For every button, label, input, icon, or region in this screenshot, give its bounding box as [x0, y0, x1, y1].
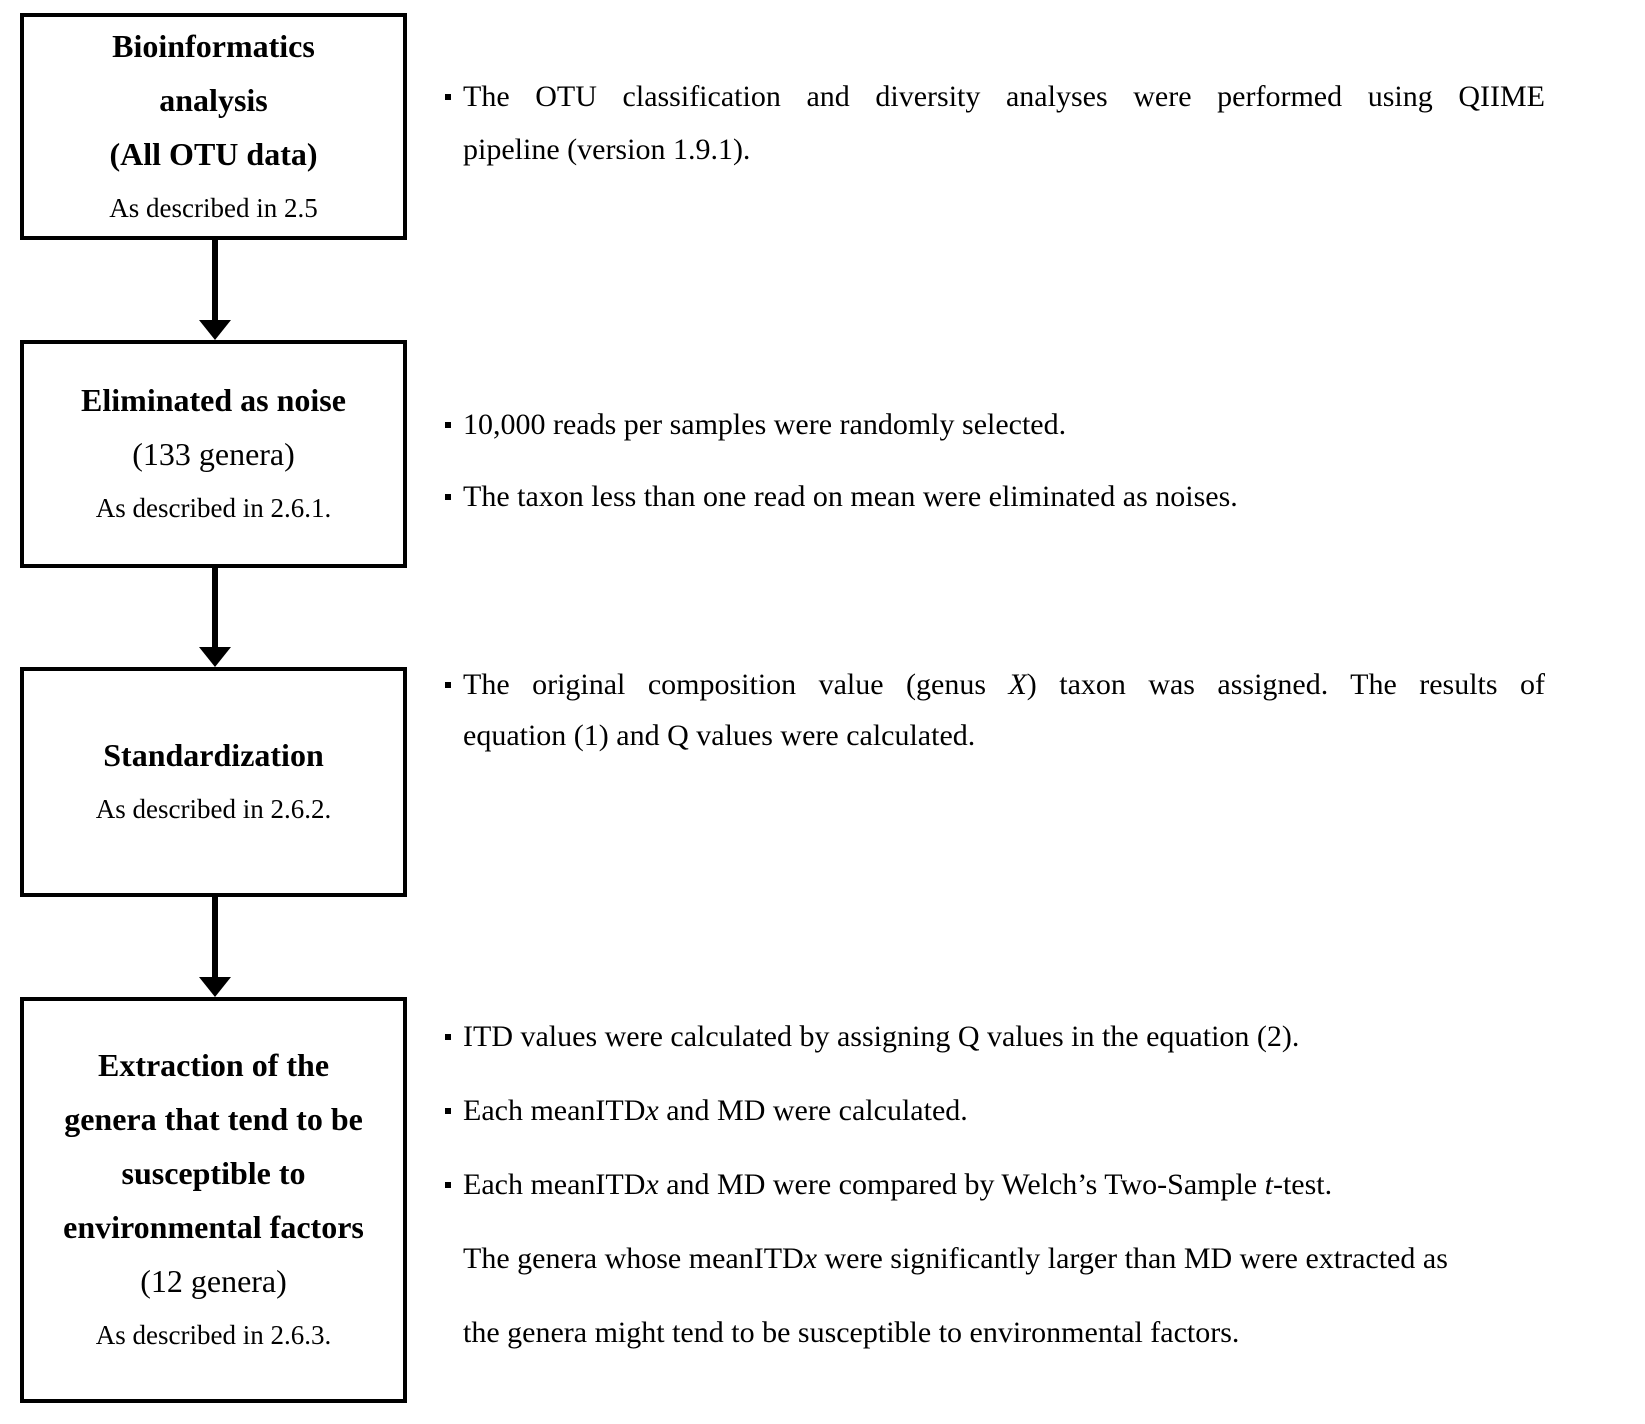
box-section-reference: As described in 2.6.3. — [95, 1320, 332, 1350]
text-segment: were significantly larger than MD were e… — [817, 1242, 1448, 1275]
text-segment: 10,000 reads per samples were randomly s… — [463, 408, 1067, 441]
text-segment: The OTU classification and diversity ana… — [463, 80, 1545, 113]
flow-box-extraction-of-genera: Extraction of the genera that tend to be s… — [20, 997, 407, 1403]
note-bullet-line: Each meanITDx and MD were calculated. — [444, 1074, 1545, 1148]
box-section-reference: As described in 2.6.1. — [95, 493, 332, 523]
flow-box-bioinformatics-analysis: Bioinformatics analysis (All OTU data) As d… — [20, 13, 407, 240]
text-segment: equation (1) and Q values were calculate… — [463, 719, 976, 752]
box-title-line: Standardization — [103, 737, 324, 773]
square-bullet-icon — [445, 1108, 451, 1114]
note-text: The original composition value (genus X)… — [463, 659, 1545, 710]
note-text: ITD values were calculated by assigning … — [463, 1000, 1545, 1074]
italic-variable: x — [645, 1168, 659, 1201]
note-bullet-line: 10,000 reads per samples were randomly s… — [444, 389, 1545, 461]
note-continuation-line: pipeline (version 1.9.1). — [444, 123, 1545, 176]
text-segment: and MD were compared by Welch’s Two-Samp… — [658, 1168, 1265, 1201]
box-title-line: genera that tend to be — [64, 1101, 363, 1137]
note-group-eliminated-as-noise: 10,000 reads per samples were randomly s… — [444, 389, 1545, 533]
note-bullet-line: The original composition value (genus X)… — [444, 659, 1545, 710]
text-segment: Each meanITD — [463, 1168, 646, 1201]
note-continuation-line: The genera whose meanITDx were significa… — [444, 1222, 1545, 1296]
note-text: the genera might tend to be susceptible … — [463, 1296, 1545, 1370]
italic-variable: x — [803, 1242, 818, 1275]
box-title-line: environmental factors — [63, 1209, 364, 1245]
note-text: Each meanITDx and MD were compared by We… — [463, 1148, 1545, 1222]
square-bullet-icon — [445, 1182, 451, 1188]
note-text: Each meanITDx and MD were calculated. — [463, 1074, 1545, 1148]
box-section-reference: As described in 2.5 — [109, 192, 318, 223]
box-genera-count: (133 genera) — [132, 436, 295, 472]
note-continuation-line: the genera might tend to be susceptible … — [444, 1296, 1545, 1370]
arrow-down-icon — [199, 320, 231, 340]
note-continuation-line: equation (1) and Q values were calculate… — [444, 710, 1545, 761]
italic-variable: t — [1264, 1168, 1273, 1201]
square-bullet-icon — [445, 681, 451, 688]
box-genera-count: (12 genera) — [140, 1263, 287, 1299]
text-segment: The original composition value (genus — [463, 668, 1009, 701]
note-group-standardization: The original composition value (genus X)… — [444, 659, 1545, 761]
arrow-down-icon — [199, 647, 231, 667]
box-title-line: (All OTU data) — [109, 135, 318, 172]
text-segment: and MD were calculated. — [658, 1094, 968, 1127]
note-bullet-line: Each meanITDx and MD were compared by We… — [444, 1148, 1545, 1222]
text-segment: ITD values were calculated by assigning … — [463, 1020, 1300, 1053]
note-text: equation (1) and Q values were calculate… — [463, 710, 1545, 761]
arrow-stem — [212, 897, 218, 979]
flow-box-eliminated-as-noise: Eliminated as noise (133 genera) As descri… — [20, 340, 407, 568]
text-segment: The genera whose meanITD — [463, 1242, 804, 1275]
note-group-extraction: ITD values were calculated by assigning … — [444, 1000, 1545, 1370]
box-section-reference: As described in 2.6.2. — [95, 794, 332, 824]
note-text: 10,000 reads per samples were randomly s… — [463, 389, 1545, 461]
note-bullet-line: The taxon less than one read on mean wer… — [444, 461, 1545, 533]
box-title-line: Bioinformatics — [112, 27, 315, 64]
box-title-line: susceptible to — [121, 1155, 306, 1191]
box-title-line: analysis — [159, 81, 268, 118]
square-bullet-icon — [445, 93, 451, 100]
box-title-line: Extraction of the — [97, 1047, 330, 1083]
arrow-stem — [212, 568, 218, 649]
flow-box-standardization: Standardization As described in 2.6.2. — [20, 667, 407, 897]
text-segment: Each meanITD — [463, 1094, 646, 1127]
text-segment: ) taxon was assigned. The results of — [1026, 668, 1545, 701]
text-segment: the genera might tend to be susceptible … — [463, 1316, 1240, 1349]
note-group-bioinformatics: The OTU classification and diversity ana… — [444, 70, 1545, 176]
arrow-stem — [212, 240, 218, 322]
note-text: The taxon less than one read on mean wer… — [463, 461, 1545, 533]
note-bullet-line: ITD values were calculated by assigning … — [444, 1000, 1545, 1074]
italic-variable: x — [645, 1094, 659, 1127]
square-bullet-icon — [445, 422, 451, 428]
arrow-down-icon — [199, 977, 231, 997]
note-text: The OTU classification and diversity ana… — [463, 70, 1545, 123]
box-title-line: Eliminated as noise — [81, 382, 346, 418]
text-segment: The taxon less than one read on mean wer… — [463, 480, 1238, 513]
note-text: pipeline (version 1.9.1). — [463, 123, 1545, 176]
square-bullet-icon — [445, 494, 451, 500]
text-segment: pipeline (version 1.9.1). — [463, 133, 751, 166]
square-bullet-icon — [445, 1034, 451, 1040]
text-segment: -test. — [1272, 1168, 1333, 1201]
note-text: The genera whose meanITDx were significa… — [463, 1222, 1545, 1296]
note-bullet-line: The OTU classification and diversity ana… — [444, 70, 1545, 123]
italic-variable: X — [1008, 668, 1027, 701]
